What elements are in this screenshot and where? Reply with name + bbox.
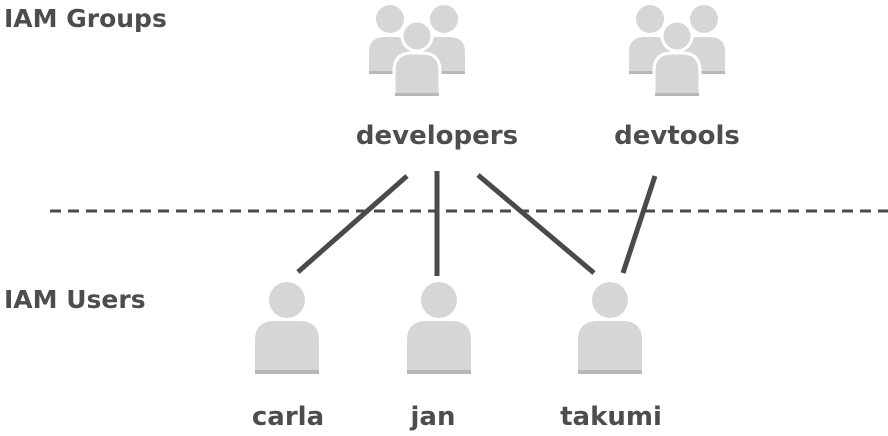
membership-line-developers-takumi — [476, 173, 596, 275]
user-label-takumi: takumi — [560, 402, 662, 432]
user-icon — [406, 280, 472, 380]
user-label-carla: carla — [251, 402, 325, 432]
membership-line-devtools-takumi — [620, 175, 658, 274]
user-icon — [577, 280, 643, 380]
user-label-jan: jan — [410, 402, 456, 432]
user-group-icon — [367, 2, 467, 102]
iam-groups-heading: IAM Groups — [4, 4, 167, 33]
user-group-icon — [627, 2, 727, 102]
iam-users-heading: IAM Users — [4, 285, 146, 314]
membership-line-developers-carla — [296, 174, 409, 274]
group-label-devtools: devtools — [614, 121, 740, 151]
user-icon — [254, 280, 320, 380]
group-label-developers: developers — [355, 121, 519, 151]
